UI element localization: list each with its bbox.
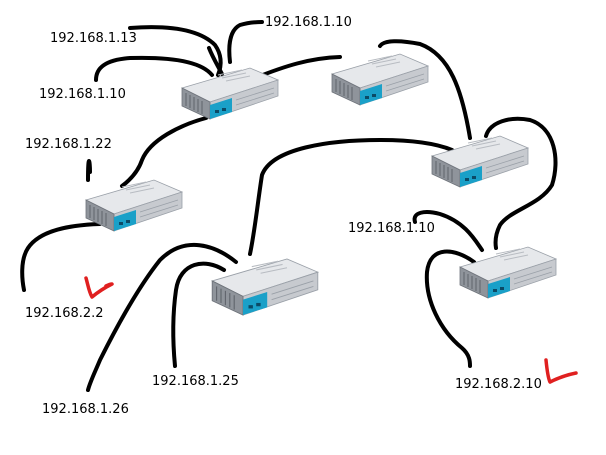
cable [227, 20, 264, 64]
cable [378, 39, 472, 140]
cable [412, 210, 484, 252]
ip-label: 192.168.1.26 [42, 402, 129, 417]
check-mark-icon [84, 276, 114, 299]
ip-label: 192.168.2.2 [25, 306, 104, 321]
cable [94, 55, 214, 82]
ip-label: 192.168.1.13 [50, 31, 137, 46]
cable [253, 55, 342, 80]
cable [86, 243, 238, 392]
switch-top-right [331, 53, 429, 106]
switch-left [85, 179, 183, 232]
check-marks [84, 276, 578, 384]
cable [207, 46, 224, 76]
switch-mid-right [431, 135, 529, 188]
switch-center [211, 258, 319, 316]
ip-label: 192.168.2.10 [455, 377, 542, 392]
cable [424, 249, 476, 368]
ip-label: 192.168.1.22 [25, 137, 112, 152]
cables [20, 20, 558, 392]
cable [20, 222, 102, 292]
cable [86, 159, 92, 182]
switch-top-left [181, 67, 279, 120]
cable [171, 261, 226, 368]
check-mark-icon [544, 358, 578, 384]
cable [128, 25, 223, 77]
ip-label: 192.168.1.10 [348, 221, 435, 236]
ip-label: 192.168.1.10 [265, 15, 352, 30]
ip-label: 192.168.1.25 [152, 374, 239, 389]
switches [85, 53, 557, 316]
cable [120, 116, 208, 188]
cable [484, 116, 558, 250]
ip-label: 192.168.1.10 [39, 87, 126, 102]
switch-bottom-right [459, 246, 557, 299]
cable [248, 138, 454, 256]
